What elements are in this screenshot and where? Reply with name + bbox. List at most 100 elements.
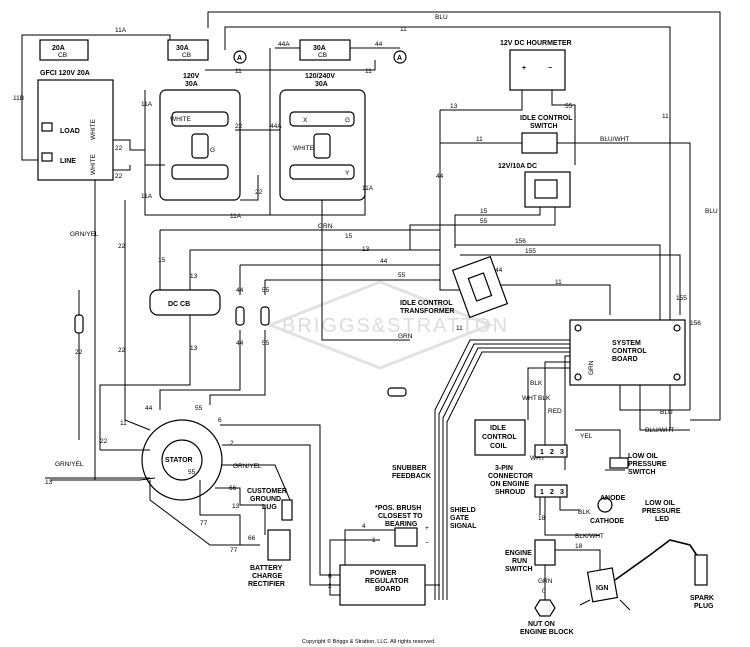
svg-text:BLK/WHT: BLK/WHT	[575, 533, 604, 540]
receptacle-120v: 120V 30A WHITE G	[159, 73, 241, 201]
svg-text:LOW OIL: LOW OIL	[645, 500, 676, 507]
idle-control-coil: IDLE CONTROL COIL	[474, 419, 526, 456]
svg-text:+: +	[425, 525, 429, 532]
low-oil-pressure-switch: LOW OIL PRESSURE SWITCH	[605, 453, 667, 476]
svg-text:PRESSURE: PRESSURE	[642, 508, 681, 515]
marker-a-2: A	[397, 55, 402, 62]
svg-text:13: 13	[362, 246, 370, 253]
svg-text:CB: CB	[182, 52, 191, 59]
svg-text:GRN: GRN	[588, 360, 595, 375]
svg-text:BOARD: BOARD	[375, 586, 401, 593]
svg-text:22: 22	[75, 349, 83, 356]
svg-text:CUSTOMER: CUSTOMER	[247, 488, 287, 495]
svg-text:11: 11	[120, 420, 127, 427]
svg-text:YEL: YEL	[580, 433, 593, 440]
ignition-module: IGN	[579, 567, 631, 611]
svg-text:CONNECTOR: CONNECTOR	[488, 473, 533, 480]
svg-text:RUN: RUN	[512, 558, 527, 565]
svg-text:22: 22	[118, 347, 126, 354]
svg-text:IDLE CONTROL: IDLE CONTROL	[400, 300, 453, 307]
svg-text:11A: 11A	[230, 213, 242, 220]
svg-text:IDLE CONTROL: IDLE CONTROL	[520, 115, 573, 122]
wire-label-11-a: 11	[235, 68, 242, 75]
svg-text:44: 44	[495, 267, 503, 274]
svg-text:BLU: BLU	[705, 208, 718, 215]
dc-receptacle: 12V/10A DC 15 55	[409, 163, 571, 250]
svg-text:22: 22	[100, 438, 108, 445]
svg-text:ON ENGINE: ON ENGINE	[490, 481, 530, 488]
gfci-white-1: WHITE	[90, 118, 97, 140]
svg-text:1: 1	[372, 537, 376, 544]
svg-text:RED: RED	[548, 408, 562, 415]
power-regulator-board: POWER REGULATOR BOARD 6 2 4 1	[328, 523, 440, 606]
svg-text:120/240V: 120/240V	[305, 73, 335, 80]
rec120-white: WHITE	[170, 116, 192, 123]
svg-text:20A: 20A	[52, 45, 65, 52]
svg-text:77: 77	[200, 520, 208, 527]
receptacle-wires: 22 11A 11A 11A 11A 44A 22 GRN GRN	[141, 48, 413, 341]
svg-text:156: 156	[515, 238, 526, 245]
svg-text:STATOR: STATOR	[165, 457, 193, 464]
stator: STATOR 44 55 6 2 11 22 55 66 77 GRN/YEL …	[45, 405, 340, 586]
harness-labels: SNUBBER FEEDBACK SHIELD GATE SIGNAL	[392, 465, 477, 530]
rec240-y: Y	[345, 170, 350, 177]
rec240-g: G	[345, 117, 350, 124]
svg-text:11A: 11A	[362, 185, 374, 192]
wire-harness: BLK WHT BLK RED	[434, 339, 570, 600]
customer-ground-lug: CUSTOMER GROUND LUG	[247, 488, 293, 521]
svg-text:13: 13	[232, 503, 240, 510]
svg-text:3: 3	[560, 449, 564, 456]
svg-text:GRN/YEL: GRN/YEL	[233, 463, 262, 470]
svg-text:44: 44	[436, 173, 444, 180]
wire-label-11b: 11B	[13, 95, 24, 102]
hourmeter: 12V DC HOURMETER + − 13 55	[440, 40, 576, 165]
svg-text:44: 44	[236, 340, 244, 347]
svg-text:11: 11	[456, 325, 463, 332]
brush-assembly: *POS. BRUSH CLOSEST TO BEARING + −	[375, 505, 429, 547]
svg-text:GRN: GRN	[538, 578, 553, 585]
svg-text:CATHODE: CATHODE	[590, 518, 624, 525]
svg-text:44A: 44A	[270, 123, 282, 130]
wire-label-blu-wht: BLU/WHT	[600, 136, 629, 143]
watermark-text: BRIGGS&STRATTON	[282, 315, 509, 337]
svg-text:66: 66	[248, 535, 256, 542]
svg-text:156: 156	[690, 320, 701, 327]
svg-text:2: 2	[550, 449, 554, 456]
svg-text:SYSTEM: SYSTEM	[612, 340, 641, 347]
svg-text:NUT ON: NUT ON	[528, 621, 555, 628]
svg-text:30A: 30A	[176, 45, 189, 52]
svg-text:−: −	[425, 540, 429, 547]
receptacle-240v: 120/240V 30A WHITE X G Y	[279, 73, 366, 201]
svg-text:LUG: LUG	[262, 504, 277, 511]
idle-control-switch: IDLE CONTROL SWITCH 11 BLU/WHT	[440, 115, 691, 410]
svg-text:GRN: GRN	[398, 333, 413, 340]
svg-text:BLK: BLK	[530, 380, 543, 387]
svg-text:SWITCH: SWITCH	[628, 469, 656, 476]
svg-text:CB: CB	[58, 52, 67, 59]
wire-label-grn-yel: GRN/YEL	[70, 231, 99, 238]
svg-text:30A: 30A	[185, 81, 198, 88]
svg-text:BLK: BLK	[538, 395, 551, 402]
svg-text:COIL: COIL	[490, 443, 507, 450]
svg-text:18: 18	[538, 515, 546, 522]
svg-text:LED: LED	[655, 516, 669, 523]
svg-text:13: 13	[190, 345, 198, 352]
svg-text:GROUND: GROUND	[250, 496, 281, 503]
svg-text:BLK: BLK	[578, 509, 591, 516]
svg-text:FEEDBACK: FEEDBACK	[392, 473, 431, 480]
dc-cb: DC CB	[149, 289, 221, 316]
svg-text:55: 55	[398, 272, 406, 279]
nut-engine-block: NUT ON ENGINE BLOCK	[520, 599, 574, 636]
inline-fuses: 22	[74, 290, 407, 440]
svg-text:BOARD: BOARD	[612, 356, 638, 363]
svg-text:0: 0	[542, 588, 546, 595]
svg-text:CONTROL: CONTROL	[612, 348, 647, 355]
svg-text:BATTERY: BATTERY	[250, 565, 283, 572]
svg-text:3-PIN: 3-PIN	[495, 465, 513, 472]
svg-text:13: 13	[190, 273, 198, 280]
svg-text:22: 22	[118, 243, 126, 250]
wire-label-11: 11	[400, 26, 407, 33]
svg-text:1: 1	[540, 449, 544, 456]
svg-text:22: 22	[255, 189, 263, 196]
